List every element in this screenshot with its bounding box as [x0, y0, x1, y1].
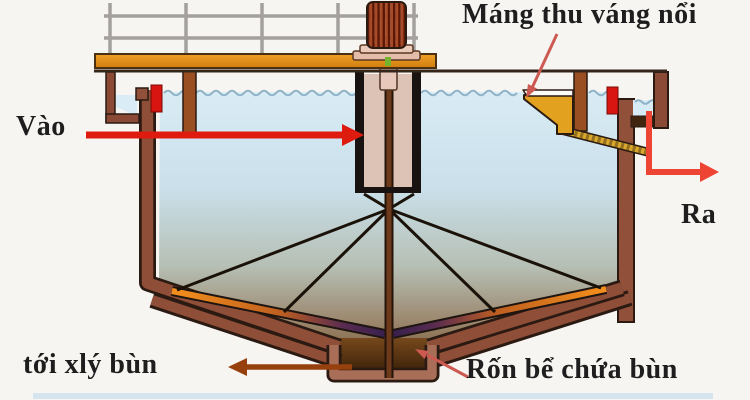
scraper-blade-right — [391, 284, 608, 339]
label-inlet: Vào — [16, 111, 66, 142]
indicator-dot — [385, 57, 391, 66]
access-bridge-platform — [94, 53, 437, 69]
support-post-left — [182, 70, 197, 134]
water-splash — [116, 95, 137, 116]
sludge-hopper-interior — [340, 338, 427, 369]
bottom-shadow-strip — [33, 393, 713, 399]
weir-marker-right — [606, 86, 619, 115]
scum-trough — [522, 89, 574, 135]
label-scum-trough: Máng thu váng nổi — [462, 0, 697, 30]
scum-label-pointer — [526, 33, 559, 98]
guard-railing — [104, 3, 418, 55]
scraper-blade-left — [171, 286, 386, 339]
label-to-sludge-treatment: tới xlý bùn — [23, 349, 158, 380]
label-sludge-hopper: Rốn bể chứa bùn — [466, 354, 678, 385]
label-outlet: Ra — [681, 199, 717, 230]
support-post-right — [573, 70, 588, 132]
sludge-arrow — [228, 358, 352, 376]
inlet-arrow — [86, 124, 364, 146]
weir-marker-left — [150, 84, 163, 113]
rake-arms — [176, 192, 602, 314]
outlet-arrow — [646, 111, 719, 182]
hopper-label-pointer — [415, 349, 469, 379]
feed-well — [355, 72, 421, 193]
tank-right-wall — [617, 98, 635, 323]
tank-shell — [139, 90, 625, 356]
tank-outer-skirt — [149, 290, 633, 370]
drive-motor — [352, 1, 421, 66]
sludge-hopper — [326, 345, 440, 383]
